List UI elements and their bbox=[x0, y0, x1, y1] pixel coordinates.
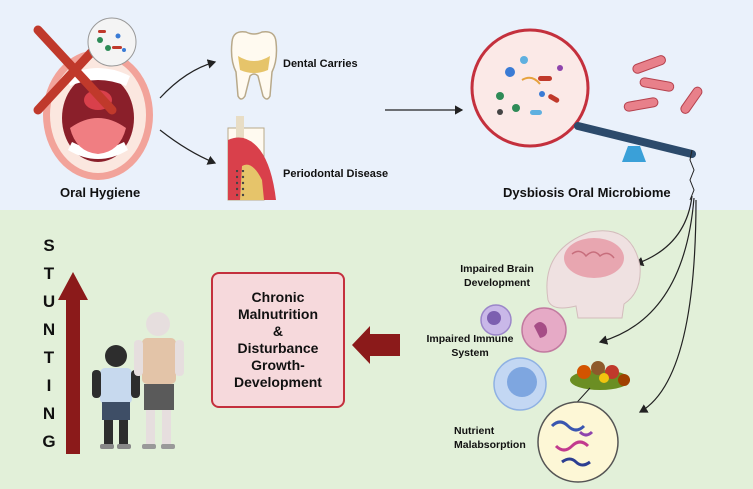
oral-hygiene-label: Oral Hygiene bbox=[60, 185, 141, 200]
wavy-connector bbox=[689, 149, 695, 201]
periodontal-icon bbox=[227, 116, 276, 201]
immune-system-label: Impaired Immune System bbox=[426, 333, 514, 359]
arrow-to-brain bbox=[634, 195, 693, 267]
food-icon bbox=[570, 361, 630, 390]
malnutrition-box: Chronic Malnutrition & Disturbance Growt… bbox=[211, 272, 345, 408]
malnutrition-text: Chronic Malnutrition & Disturbance Growt… bbox=[234, 289, 322, 390]
bacteria-rods-icon bbox=[623, 55, 703, 114]
stunting-letter: G bbox=[42, 432, 56, 451]
nutrient-malabsorption-label: Nutrient Malabsorption bbox=[454, 425, 526, 451]
stunting-arrow bbox=[58, 272, 88, 454]
dysbiosis-label: Dysbiosis Oral Microbiome bbox=[503, 185, 671, 200]
brain-development-label: Impaired Brain Development bbox=[460, 263, 534, 289]
bacteria-bubble-icon bbox=[87, 17, 137, 67]
stunting-letter: U bbox=[42, 292, 56, 311]
stunting-letter: I bbox=[46, 376, 52, 395]
seesaw-icon bbox=[574, 122, 696, 162]
immune-cells-icon bbox=[480, 304, 567, 411]
periodontal-disease-label: Periodontal Disease bbox=[283, 168, 389, 180]
brain-head-icon bbox=[546, 230, 641, 319]
mouth-icon bbox=[43, 50, 153, 180]
arrow-to-dental bbox=[159, 59, 217, 99]
arrow-to-immune bbox=[598, 197, 695, 345]
tooth-icon bbox=[230, 30, 278, 100]
stunting-letter: T bbox=[43, 264, 55, 283]
arrow-to-box bbox=[352, 326, 400, 364]
short-child-icon bbox=[92, 345, 140, 449]
arrow-to-periodontal bbox=[159, 129, 217, 165]
dental-carries-label: Dental Carries bbox=[283, 58, 358, 70]
stunting-letter: S bbox=[43, 236, 55, 255]
stunting-letter: T bbox=[43, 348, 55, 367]
arrow-to-nutrient bbox=[638, 199, 697, 413]
tall-child-icon bbox=[134, 312, 184, 449]
stunting-letter: N bbox=[42, 404, 56, 423]
microbiome-icon bbox=[470, 28, 590, 148]
stunting-letter: N bbox=[42, 320, 56, 339]
gut-microbiome-icon bbox=[537, 387, 619, 483]
